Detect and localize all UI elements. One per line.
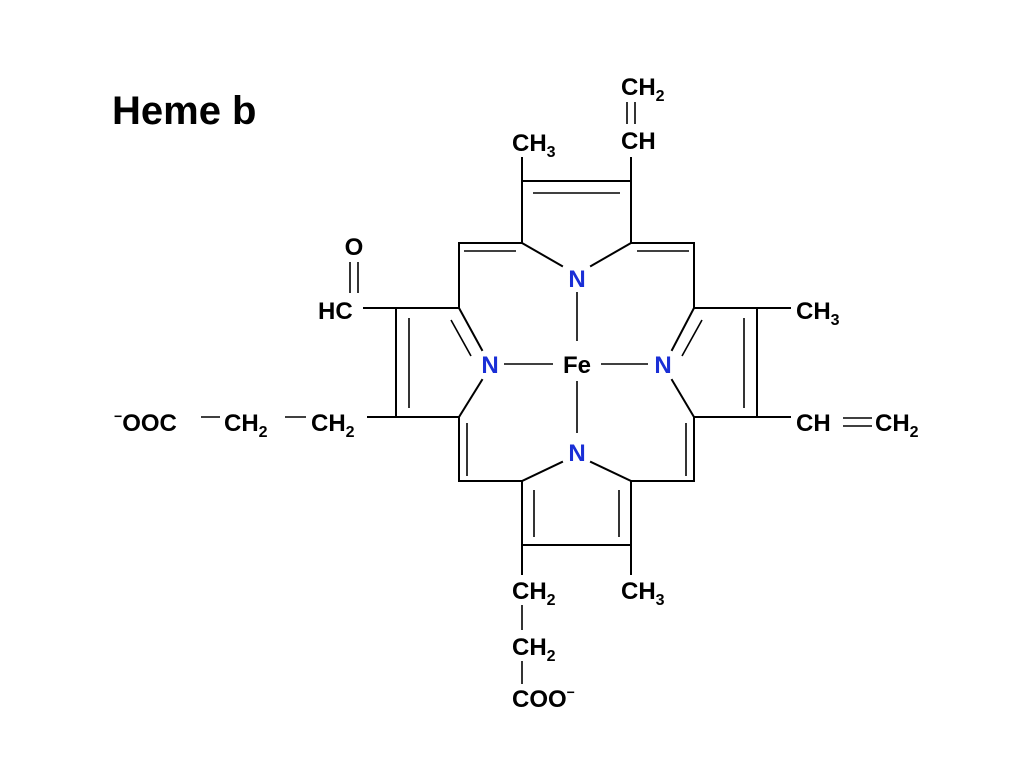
vinyl-ch2-label-right: CH2	[875, 410, 919, 441]
aldehyde-oxygen-label: O	[345, 234, 364, 261]
atom-labels: Fe N N N N	[481, 266, 671, 467]
carboxylate-label-left: −OOC	[114, 408, 177, 437]
bond-bottom-n-right	[589, 460, 633, 483]
vinyl-ch2-label-top: CH2	[621, 74, 665, 105]
nitrogen-atom-top: N	[568, 266, 585, 293]
vinyl-ch-label-right: CH	[796, 410, 831, 437]
methyl-label-right: CH3	[796, 298, 840, 329]
methylene-label-bottom-b: CH2	[512, 634, 556, 665]
nitrogen-atom-right: N	[654, 352, 671, 379]
nitrogen-atom-left: N	[481, 352, 498, 379]
methyl-label-top: CH3	[512, 130, 556, 161]
bond-right-n-top	[670, 306, 696, 352]
carboxylate-label-bottom: COO−	[512, 684, 575, 713]
bond-left-n-top-double	[450, 319, 472, 357]
diagram-title: Heme b	[112, 89, 257, 133]
methylene-label-left-a: CH2	[224, 410, 268, 441]
bond-layer	[201, 102, 872, 684]
aldehyde-hc-label: HC	[318, 298, 353, 325]
bond-bottom-n-left	[520, 460, 564, 483]
group-labels: CH3 CH2 CH O HC CH3 CH CH2 −OOC CH2 CH2 …	[114, 74, 919, 713]
methyl-label-bottom: CH3	[621, 578, 665, 609]
methylene-label-left-b: CH2	[311, 410, 355, 441]
vinyl-ch-label-top: CH	[621, 128, 656, 155]
bond-left-n-top	[457, 306, 484, 352]
bond-left-n-bottom	[457, 378, 484, 419]
bond-top-n-left	[520, 241, 564, 268]
bond-right-n-top-double	[681, 319, 703, 357]
nitrogen-atom-bottom: N	[568, 440, 585, 467]
methylene-label-bottom-a: CH2	[512, 578, 556, 609]
bond-right-n-bottom	[670, 378, 696, 419]
iron-atom: Fe	[563, 352, 591, 379]
bond-top-n-right	[589, 241, 633, 268]
